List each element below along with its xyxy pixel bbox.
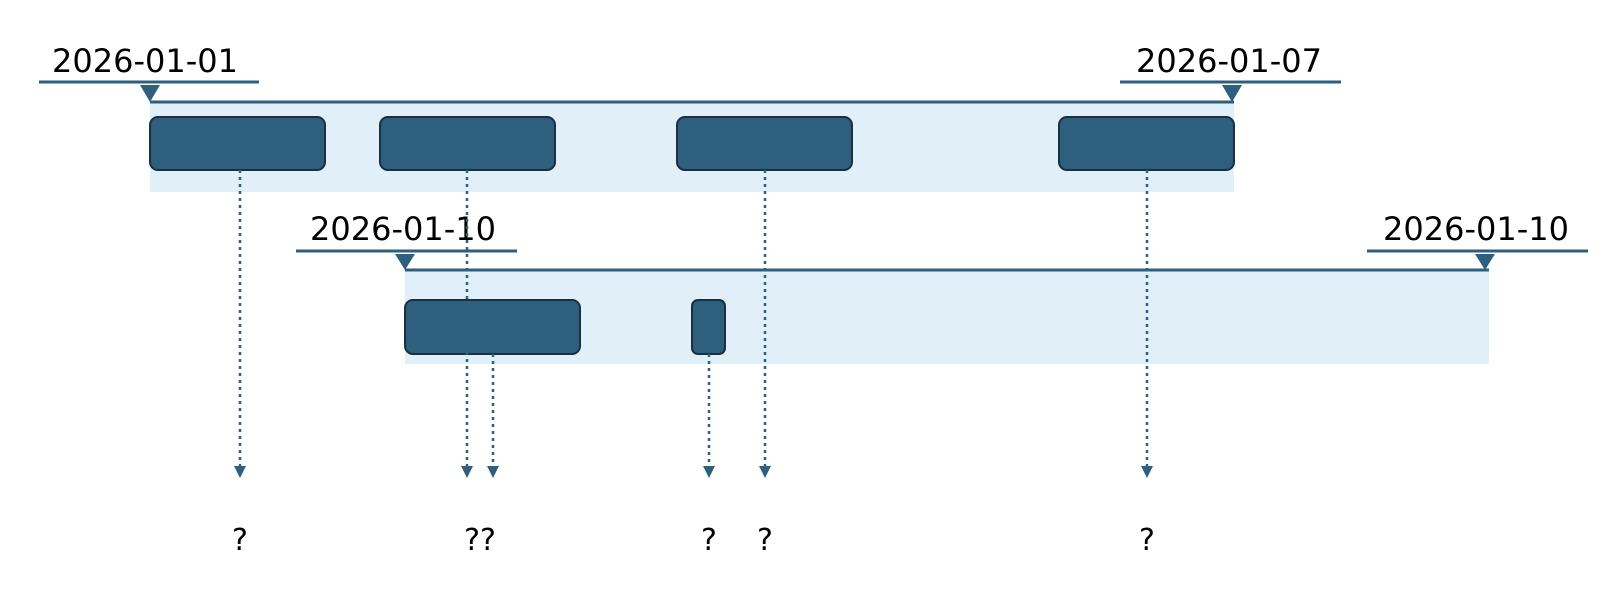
unknown-marks: ? ?? ? ? ? [232, 523, 1155, 558]
lane-1-end-marker-icon [1222, 85, 1242, 102]
lane-1: 2026-01-01 2026-01-07 [39, 42, 1341, 192]
lane-2-end-marker-icon [1475, 254, 1495, 270]
unknown-mark: ? [232, 523, 248, 558]
unknown-mark: ? [757, 523, 773, 558]
task-bar[interactable] [149, 116, 326, 171]
connectors [234, 170, 1153, 478]
unknown-mark: ?? [464, 523, 496, 558]
lane-1-start-marker-icon [140, 85, 160, 102]
lane-1-end-label: 2026-01-07 [1136, 42, 1322, 80]
lane-2-end-label: 2026-01-10 [1383, 210, 1569, 248]
task-bar[interactable] [404, 299, 581, 355]
task-bar[interactable] [676, 116, 853, 171]
lane-1-start-label: 2026-01-01 [52, 42, 238, 80]
lane-2-background [405, 270, 1489, 364]
task-bar[interactable] [379, 116, 556, 171]
unknown-mark: ? [701, 523, 717, 558]
lane-2: 2026-01-10 2026-01-10 [296, 210, 1588, 364]
task-bar[interactable] [691, 299, 726, 355]
unknown-mark: ? [1139, 523, 1155, 558]
task-bar[interactable] [1058, 116, 1235, 171]
lane-2-start-marker-icon [395, 254, 415, 270]
lane-2-start-label: 2026-01-10 [310, 210, 496, 248]
